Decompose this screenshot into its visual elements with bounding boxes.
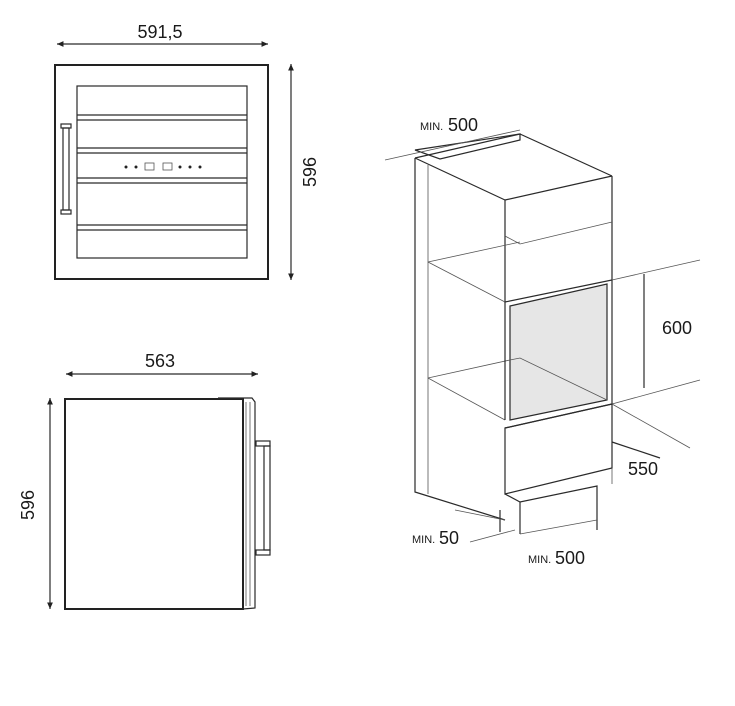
niche-depth-extension	[611, 403, 691, 449]
bottom-gap-value: 50	[439, 528, 459, 548]
lower-drawer-top	[504, 403, 613, 429]
top-vent-value: 500	[448, 115, 478, 135]
installation-view: MIN. 500 600 550	[384, 115, 701, 568]
niche-depth-dimension-line	[611, 441, 661, 459]
niche-height-extension-bottom	[611, 379, 701, 405]
bottom-vent-dimension-line	[519, 519, 598, 535]
niche-depth-label: 550	[628, 459, 658, 479]
glass-door	[76, 85, 248, 259]
top-vent-extension	[384, 129, 521, 161]
column-top-right	[519, 133, 613, 177]
top-vent-opening	[414, 133, 521, 160]
control-panel	[124, 162, 202, 171]
column-left-edge	[414, 158, 506, 521]
bottom-vent-prefix: MIN.	[528, 554, 551, 566]
front-width-label: 591,5	[137, 22, 182, 42]
niche-height-extension-top	[611, 259, 701, 281]
bottom-gap-dimension-line	[469, 529, 516, 543]
display-icon	[144, 162, 155, 171]
front-height-label: 596	[300, 157, 320, 187]
niche-height-label: 600	[662, 318, 692, 338]
bottom-gap-extension	[454, 509, 506, 521]
side-door-profile	[218, 397, 256, 610]
niche-top-back	[427, 241, 521, 263]
column-top-front	[414, 157, 506, 201]
niche-cavity	[509, 283, 608, 421]
bottom-vent-value: 500	[555, 548, 585, 568]
door-handle-icon	[60, 123, 72, 215]
side-cabinet-body	[64, 398, 244, 610]
front-view: 591,5 596	[54, 22, 320, 280]
side-handle-icon	[255, 440, 271, 556]
side-depth-label: 563	[145, 351, 175, 371]
niche-floor-line	[509, 357, 608, 401]
side-height-label: 596	[18, 490, 38, 520]
niche-top-left	[427, 261, 506, 303]
upper-front-panel	[504, 176, 613, 303]
side-view: 563 596	[18, 351, 271, 610]
plinth-outline	[504, 485, 598, 530]
niche-bottom-left	[427, 377, 506, 421]
niche-bottom-back	[427, 359, 511, 379]
column-top-front-right	[504, 175, 613, 201]
display-icon	[162, 162, 173, 171]
front-outer-frame	[54, 64, 269, 280]
top-vent-prefix: MIN.	[420, 121, 443, 133]
column-top-left	[414, 133, 521, 159]
bottom-gap-prefix: MIN.	[412, 534, 435, 546]
upper-shelf-line	[504, 221, 613, 245]
